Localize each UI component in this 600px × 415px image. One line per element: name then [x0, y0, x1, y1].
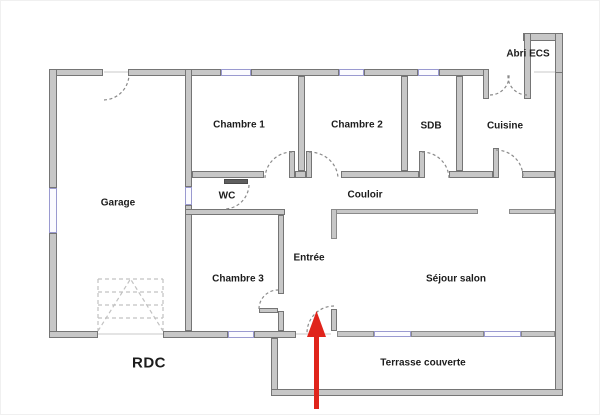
wall-right — [555, 69, 563, 396]
wall-chambre3-top — [185, 209, 285, 215]
door-leaf-sdb — [419, 151, 425, 178]
wall-couloir-south-a — [331, 209, 478, 214]
room-label-couloir: Couloir — [347, 189, 383, 201]
door-arc-sdb — [421, 151, 450, 179]
wall-chambre1-chambre2 — [298, 76, 305, 171]
room-label-entree: Entrée — [293, 252, 325, 264]
wall-sejour-south-3 — [521, 331, 555, 337]
wall-abri-right — [555, 33, 563, 73]
door-arc-garage — [103, 74, 130, 101]
room-label-sejour-salon: Séjour salon — [425, 273, 487, 285]
door-arc-chambre1 — [264, 151, 293, 179]
room-label-chambre3: Chambre 3 — [212, 273, 264, 285]
wall-couloir-north-3 — [341, 171, 419, 178]
wall-terrace-left — [271, 338, 278, 396]
wall-sejour-south-1 — [337, 331, 374, 337]
wall-garage-right-upper — [185, 69, 192, 187]
wall-abri-left — [524, 33, 531, 99]
window-garage-west — [49, 188, 57, 233]
door-leaf-cuisine — [493, 148, 499, 178]
wall-couloir-south-stub — [331, 209, 337, 239]
wall-sejour-south-2 — [411, 331, 484, 337]
door-arc-entrance — [306, 305, 335, 334]
room-label-chambre2: Chambre 2 — [331, 119, 383, 131]
wall-couloir-south-b — [509, 209, 555, 214]
room-label-chambre1: Chambre 1 — [213, 119, 265, 131]
wall-chambre3-right-upper — [278, 215, 284, 294]
wall-sdb-cuisine — [456, 76, 463, 171]
window-chambre3-south — [228, 331, 254, 338]
wall-chambre3-right-lower — [278, 311, 284, 331]
room-label-cuisine: Cuisine — [486, 120, 524, 132]
door-arc-cuisine-south — [495, 149, 524, 177]
wall-cuisine-door-jamb — [483, 69, 489, 99]
window-wc-west — [185, 187, 192, 205]
window-sdb-north — [418, 69, 439, 76]
window-sejour-south-2 — [484, 331, 521, 337]
wall-top-1 — [49, 69, 103, 76]
wall-terrace-bottom — [271, 389, 563, 396]
wall-left-lower — [49, 233, 57, 338]
wall-couloir-north-4 — [449, 171, 493, 178]
wall-top-2 — [128, 69, 221, 76]
room-label-abri-ecs: Abri ECS — [506, 48, 550, 60]
door-arc-chambre2 — [308, 151, 339, 179]
room-label-sdb: SDB — [420, 120, 442, 132]
wall-couloir-north-2 — [295, 171, 306, 178]
room-label-wc: WC — [218, 190, 236, 202]
door-arc-chambre3 — [258, 289, 279, 310]
wall-top-5 — [439, 69, 485, 76]
window-chambre2-north — [339, 69, 364, 76]
wall-chambre2-sdb — [401, 76, 408, 171]
room-label-terrasse: Terrasse couverte — [380, 357, 466, 369]
wall-bottom-3 — [254, 331, 296, 338]
wall-bottom-2 — [163, 331, 228, 338]
room-label-garage: Garage — [100, 197, 136, 209]
wall-top-3 — [251, 69, 339, 76]
garage-door-symbol — [97, 277, 164, 332]
door-leaf-wc — [224, 179, 248, 184]
wall-garage-right-lower — [185, 205, 192, 331]
wall-left-upper — [49, 69, 57, 188]
door-leaf-chambre2 — [306, 151, 312, 178]
window-chambre1-north — [221, 69, 251, 76]
wall-couloir-north-1 — [192, 171, 264, 178]
window-sejour-south-1 — [374, 331, 411, 337]
door-leaf-chambre3 — [259, 308, 278, 313]
floor-label-rdc: RDC — [132, 354, 166, 372]
wall-top-4 — [364, 69, 418, 76]
wall-bottom-1 — [49, 331, 98, 338]
door-leaf-entrance — [331, 309, 337, 331]
door-arc-french-left — [489, 74, 510, 96]
wall-couloir-north-5 — [522, 171, 555, 178]
